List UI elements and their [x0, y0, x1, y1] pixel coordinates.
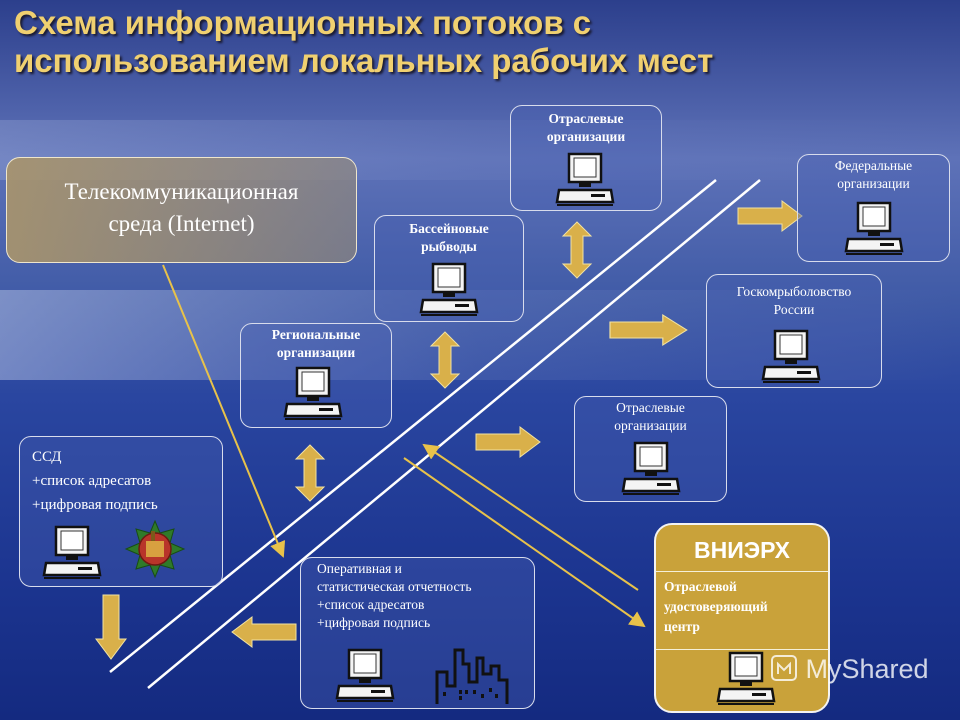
vnierh-line-2: удостоверяющий [664, 599, 768, 614]
regional-line-2: организации [276, 345, 356, 360]
vnierh-line-3: центр [664, 619, 700, 634]
vnierh-line-1: Отраслевой [664, 579, 737, 594]
slide-title: Схема информационных потоков с использов… [14, 4, 944, 80]
computer-icon [42, 525, 102, 581]
computer-icon [844, 201, 904, 257]
myshared-logo-icon [771, 655, 797, 681]
ssd-line-1: ССД [32, 449, 62, 465]
basin-box: Бассейновые рыбводы [374, 215, 524, 322]
computer-icon [761, 329, 821, 385]
computer-icon [419, 262, 479, 318]
watermark-text: MyShared [805, 654, 929, 684]
computer-icon [555, 152, 615, 208]
title-line-1: Схема информационных потоков с [14, 4, 592, 41]
vnierh-title: ВНИЭРХ [694, 537, 790, 563]
telecom-line-2: среда (Internet) [108, 211, 255, 236]
otr-mid-box: Отраслевые организации [574, 396, 727, 502]
vnierh-divider-top [656, 571, 828, 572]
goskom-line-1: Госкомрыболовство [736, 284, 852, 299]
regional-box: Региональные организации [240, 323, 392, 428]
oper-box: Оперативная и статистическая отчетность … [300, 557, 535, 709]
ssd-line-2: +список адресатов [32, 473, 152, 489]
goskom-box: Госкомрыболовство России [706, 274, 882, 388]
basin-line-1: Бассейновые [409, 221, 489, 236]
otr-top-box: Отраслевые организации [510, 105, 662, 211]
computer-icon [335, 648, 395, 704]
watermark: MyShared [770, 654, 929, 685]
otr-top-line-1: Отраслевые [548, 111, 624, 126]
title-line-2: использованием локальных рабочих мест [14, 42, 714, 79]
otr-mid-line-2: организации [614, 418, 687, 433]
computer-icon [716, 651, 776, 707]
otr-top-line-2: организации [546, 129, 626, 144]
federal-box: Федеральные организации [797, 154, 950, 262]
federal-line-1: Федеральные [834, 158, 913, 173]
goskom-line-2: России [773, 302, 815, 317]
computer-icon [621, 441, 681, 497]
computer-icon [283, 366, 343, 422]
oper-line-1: Оперативная и [317, 561, 402, 576]
factory-icon [435, 648, 509, 704]
ssd-box: ССД +список адресатов +цифровая подпись [19, 436, 223, 587]
vnierh-divider-bottom [656, 649, 828, 650]
federal-line-2: организации [837, 176, 910, 191]
vnierh-box: ВНИЭРХ Отраслевой удостоверяющий центр [654, 523, 830, 713]
oper-line-2: статистическая отчетность [317, 579, 472, 594]
ssd-line-3: +цифровая подпись [32, 497, 158, 513]
basin-line-2: рыбводы [421, 239, 477, 254]
telecom-line-1: Телекоммуникационная [64, 179, 299, 204]
telecom-label: Телекоммуникационная среда (Internet) [11, 176, 352, 240]
telecom-box: Телекоммуникационная среда (Internet) [6, 157, 357, 263]
seal-icon [124, 519, 186, 579]
oper-line-3: +список адресатов [317, 597, 425, 612]
oper-line-4: +цифровая подпись [317, 615, 431, 630]
regional-line-1: Региональные [271, 327, 361, 342]
otr-mid-line-1: Отраслевые [616, 400, 685, 415]
